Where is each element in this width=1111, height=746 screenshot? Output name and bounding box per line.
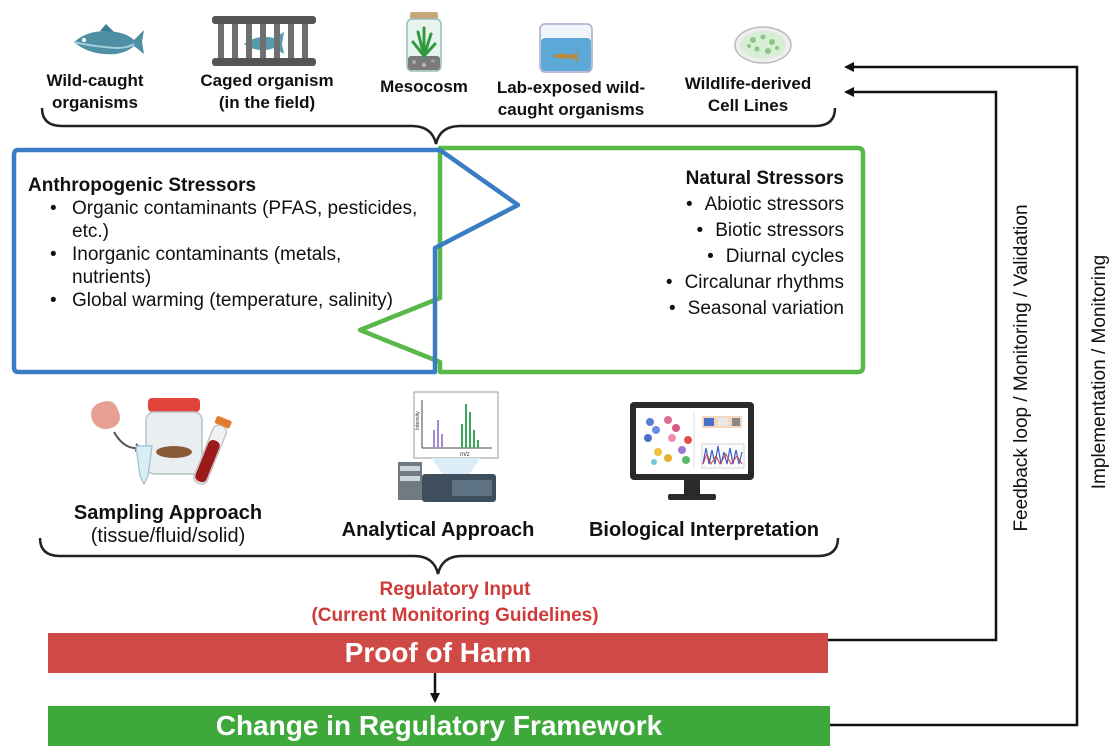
sampling-approach-label: Sampling Approach (tissue/fluid/solid) <box>40 502 296 548</box>
petri-dish-icon <box>734 26 792 64</box>
model-label-mesocosm: Mesocosm <box>380 77 468 96</box>
implementation-monitoring-label: Implementation / Monitoring <box>1089 254 1110 490</box>
sampling-icon <box>91 398 232 486</box>
model-label-cell-lines: Wildlife-derived Cell Lines <box>684 74 812 115</box>
list-item: Inorganic contaminants (metals, nutrient… <box>28 243 420 289</box>
top-brace <box>40 107 837 145</box>
list-item: Global warming (temperature, salinity) <box>28 289 420 312</box>
cage-icon <box>212 16 316 66</box>
mass-spectrometer-icon: m/z Intensity <box>398 391 499 502</box>
ms-axis-y: Intensity <box>415 411 421 430</box>
list-item: Biotic stressors <box>600 216 844 242</box>
feedback-loop-arrow <box>828 87 998 642</box>
mesocosm-jar-icon <box>406 12 442 72</box>
proof-of-harm-bar: Proof of Harm <box>48 633 828 673</box>
natural-stressors-title: Natural Stressors <box>685 168 844 189</box>
fish-icon <box>73 24 144 55</box>
sampling-approach-sub: (tissue/fluid/solid) <box>90 525 246 547</box>
model-label-caged: Caged organism (in the field) <box>200 71 334 112</box>
list-item: Seasonal variation <box>600 294 844 320</box>
bottom-brace <box>38 537 840 575</box>
model-label-lab-exposed: Lab-exposed wild- caught organisms <box>496 78 646 119</box>
anthropogenic-stressors-panel: Anthropogenic Stressors Organic contamin… <box>28 175 420 312</box>
natural-list: Abiotic stressors Biotic stressors Diurn… <box>600 190 844 320</box>
change-in-regulatory-framework-bar: Change in Regulatory Framework <box>48 706 830 746</box>
list-item: Organic contaminants (PFAS, pesticides, … <box>28 197 420 243</box>
anthropogenic-stressors-border <box>11 147 521 375</box>
natural-stressors-panel: Natural Stressors Abiotic stressors Biot… <box>600 168 844 320</box>
list-item: Abiotic stressors <box>600 190 844 216</box>
implementation-arrow <box>830 62 1079 727</box>
anthropogenic-list: Organic contaminants (PFAS, pesticides, … <box>28 197 420 312</box>
natural-stressors-border <box>357 145 866 375</box>
list-item: Diurnal cycles <box>600 242 844 268</box>
regulatory-input-label: Regulatory Input (Current Monitoring Gui… <box>311 579 599 626</box>
computer-monitor-icon <box>630 402 754 500</box>
list-item: Circalunar rhythms <box>600 268 844 294</box>
analytical-approach-label: Analytical Approach <box>341 519 535 541</box>
feedback-loop-label: Feedback loop / Monitoring / Validation <box>1011 204 1032 532</box>
anthropogenic-stressors-title: Anthropogenic Stressors <box>28 175 257 196</box>
ms-axis-x: m/z <box>460 452 470 458</box>
biological-interpretation-label: Biological Interpretation <box>588 519 820 541</box>
model-label-wild-caught: Wild-caught organisms <box>46 71 144 112</box>
aquarium-tank-icon <box>539 23 593 73</box>
